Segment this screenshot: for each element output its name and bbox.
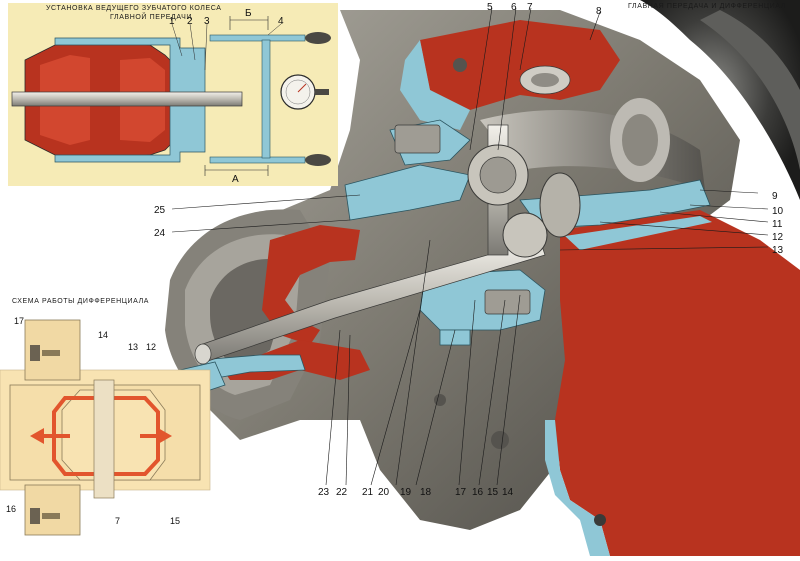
label-19: 19 <box>400 487 412 498</box>
label-21: 21 <box>362 487 374 498</box>
scheme-title: СХЕМА РАБОТЫ ДИФФЕРЕНЦИАЛА <box>12 298 150 305</box>
label-14: 14 <box>502 487 514 498</box>
inset-title-line2: ГЛАВНОЙ ПЕРЕДАЧИ <box>110 14 193 21</box>
label-16: 16 <box>472 487 484 498</box>
label-11: 11 <box>772 219 783 230</box>
label-17: 17 <box>455 487 467 498</box>
label-6: 6 <box>511 2 517 13</box>
inset-label-4: 4 <box>278 16 284 27</box>
label-9: 9 <box>772 191 778 202</box>
label-15: 15 <box>487 487 499 498</box>
inset-label-2: 2 <box>187 16 193 27</box>
label-5: 5 <box>487 2 493 13</box>
scheme-label-12: 12 <box>146 342 156 352</box>
scheme-label-7: 7 <box>115 516 120 526</box>
label-23: 23 <box>318 487 330 498</box>
label-10: 10 <box>772 206 784 217</box>
pinion-setup-inset: 1 2 3 4 Б А <box>8 3 338 186</box>
scheme-label-16: 16 <box>6 504 16 514</box>
label-20: 20 <box>378 487 390 498</box>
inset-dim-a: А <box>232 174 239 185</box>
label-12: 12 <box>772 232 784 243</box>
main-title: ГЛАВНАЯ ПЕРЕДАЧА И ДИФФЕРЕНЦИАЛ <box>628 3 786 10</box>
red-sections <box>220 20 800 556</box>
scheme-label-17: 17 <box>14 316 24 326</box>
label-24: 24 <box>154 228 166 239</box>
inset-label-3: 3 <box>204 16 210 27</box>
leader-lines <box>171 7 769 486</box>
inset-label-1: 1 <box>169 16 175 27</box>
label-8: 8 <box>596 6 602 17</box>
diff-scheme-inset: 17 14 13 12 16 7 15 <box>0 316 211 536</box>
axle-shaft <box>194 239 546 365</box>
scheme-label-15: 15 <box>170 516 180 526</box>
label-7: 7 <box>527 2 533 13</box>
inset-dim-b: Б <box>245 8 252 19</box>
label-18: 18 <box>420 487 432 498</box>
scheme-label-13: 13 <box>128 342 138 352</box>
label-22: 22 <box>336 487 348 498</box>
main-labels: 5 6 7 8 9 10 11 12 13 25 24 23 22 21 20 … <box>154 2 784 498</box>
differential-gears <box>394 58 606 526</box>
label-25: 25 <box>154 205 166 216</box>
scheme-label-14: 14 <box>98 330 108 340</box>
tire <box>640 0 800 200</box>
inset-title-line1: УСТАНОВКА ВЕДУЩЕГО ЗУБЧАТОГО КОЛЕСА <box>46 5 222 12</box>
label-13: 13 <box>772 245 784 256</box>
